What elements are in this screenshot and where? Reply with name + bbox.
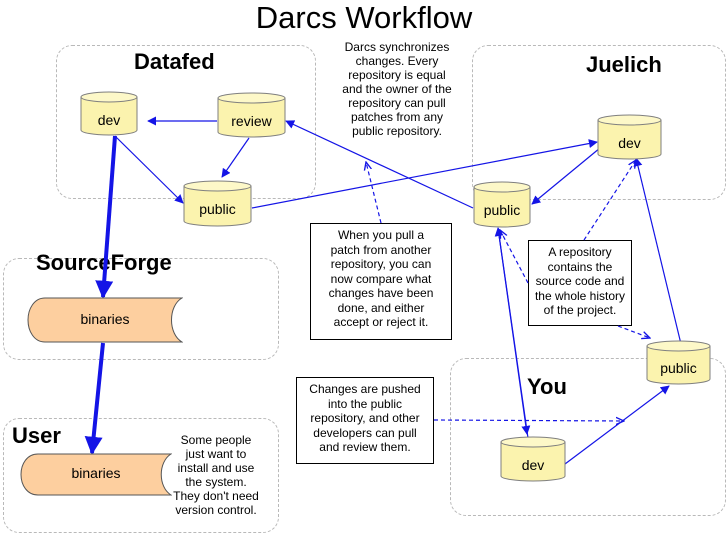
pointer-repository-note-you-public bbox=[617, 325, 650, 338]
pull-note-line: repository, you can bbox=[330, 257, 432, 271]
arrow-datafed-public-to-juelich-dev bbox=[251, 139, 598, 209]
juelich-dev-repo: dev bbox=[597, 114, 662, 160]
sync-note-line: changes. Every bbox=[355, 54, 439, 68]
arrow-sourceforge-to-user bbox=[84, 342, 105, 455]
sync-note-line: repository can pull bbox=[348, 96, 446, 110]
datafed-public-repo: public bbox=[183, 180, 252, 227]
juelich-group-title: Juelich bbox=[586, 52, 662, 77]
binaries-label: binaries bbox=[80, 311, 130, 327]
sync-note-line: repository is equal bbox=[348, 68, 446, 82]
repo-label: public bbox=[483, 202, 521, 218]
arrow-you-dev-to-you-public bbox=[564, 385, 670, 465]
pushed-note-line: Changes are pushed bbox=[309, 382, 421, 396]
arrow-juelich-public-to-you-dev bbox=[497, 227, 531, 435]
user-note-line: the system. bbox=[185, 475, 247, 489]
repository-note: A repository contains the source code an… bbox=[528, 240, 632, 326]
pull-note-line: done, and either bbox=[337, 300, 425, 315]
repository-note-line: A repository bbox=[548, 245, 612, 259]
pull-note-line: When you pull a bbox=[337, 228, 425, 242]
pull-note: When you pull a patch from another repos… bbox=[310, 223, 452, 340]
sourceforge-binaries: binaries bbox=[27, 297, 183, 343]
pull-note-line: changes have been bbox=[328, 286, 434, 300]
pushed-note-line: repository, and other bbox=[310, 411, 420, 425]
cylinder-icon bbox=[473, 181, 531, 228]
cylinder-icon bbox=[646, 340, 711, 385]
user-note-line: just want to bbox=[185, 447, 247, 461]
repository-note-line: source code and bbox=[535, 274, 625, 288]
pointer-pull-note bbox=[366, 162, 382, 224]
repo-label: dev bbox=[618, 135, 641, 151]
arrow-review-to-public bbox=[221, 137, 250, 178]
repo-label: review bbox=[231, 113, 272, 129]
pushed-note-line: into the public bbox=[327, 396, 403, 411]
sync-note: Darcs synchronizes changes. Every reposi… bbox=[331, 40, 463, 138]
user-note-line: install and use bbox=[177, 461, 255, 475]
repo-label: dev bbox=[521, 457, 545, 473]
user-note-line: They don't need bbox=[173, 489, 259, 503]
cylinder-icon bbox=[500, 436, 566, 482]
repo-label: public bbox=[660, 360, 697, 376]
pointer-repository-note-juelich-dev bbox=[583, 160, 636, 241]
pull-note-line: patch from another bbox=[330, 242, 432, 257]
pull-note-line: now compare what bbox=[330, 271, 432, 286]
datafed-review-repo: review bbox=[217, 92, 286, 138]
arrow-juelich-public-to-review bbox=[285, 120, 474, 209]
binaries-label: binaries bbox=[71, 465, 121, 481]
cylinder-icon bbox=[597, 114, 662, 160]
pointer-pushed-note bbox=[433, 420, 624, 421]
you-public-repo: public bbox=[646, 340, 711, 385]
cylinder-icon bbox=[217, 92, 286, 138]
repo-label: dev bbox=[97, 112, 121, 128]
binaries-storage-icon bbox=[27, 297, 183, 343]
sync-note-line: patches from any bbox=[350, 110, 444, 124]
user-note-line: Some people bbox=[180, 433, 252, 447]
you-dev-repo: dev bbox=[500, 436, 566, 482]
user-group-title: User bbox=[12, 423, 61, 448]
diagram-title: Darcs Workflow bbox=[255, 0, 473, 35]
cylinder-icon bbox=[80, 91, 138, 136]
repo-label: public bbox=[199, 201, 236, 217]
pull-note-line: accept or reject it. bbox=[333, 315, 429, 329]
arrow-dev-to-public bbox=[114, 135, 184, 204]
juelich-public-repo: public bbox=[473, 181, 531, 228]
pointer-repository-note-juelich-public bbox=[500, 230, 529, 284]
arrow-you-public-to-juelich-dev bbox=[633, 157, 682, 345]
pushed-note: Changes are pushed into the public repos… bbox=[296, 377, 434, 464]
sync-note-line: public repository. bbox=[352, 124, 442, 138]
cylinder-icon bbox=[183, 180, 252, 227]
sync-note-line: and the owner of the bbox=[342, 82, 452, 96]
pushed-note-line: developers can pull bbox=[313, 425, 417, 440]
datafed-dev-repo: dev bbox=[80, 91, 138, 136]
datafed-group-title: Datafed bbox=[134, 49, 215, 74]
arrow-juelich-dev-to-public bbox=[531, 147, 601, 205]
sync-note-line: Darcs synchronizes bbox=[344, 40, 450, 54]
repository-note-line: contains the bbox=[547, 259, 613, 274]
repository-note-line: of the project. bbox=[543, 303, 617, 317]
binaries-storage-icon bbox=[20, 453, 172, 496]
user-note: Some people just want to install and use… bbox=[168, 433, 264, 517]
user-binaries: binaries bbox=[20, 453, 172, 496]
user-note-line: version control. bbox=[175, 503, 257, 517]
arrow-dev-to-sourceforge bbox=[95, 135, 117, 299]
pushed-note-line: and review them. bbox=[319, 440, 411, 454]
you-group-title: You bbox=[527, 374, 567, 399]
repository-note-line: the whole history bbox=[534, 288, 626, 303]
